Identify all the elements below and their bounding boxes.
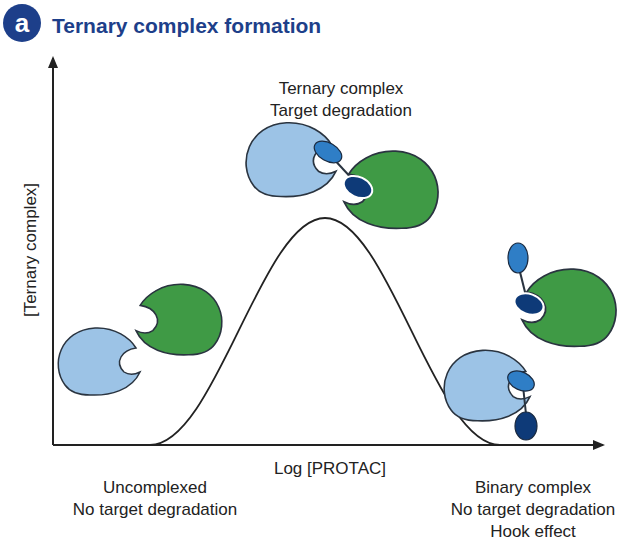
state-label: No target degradation (451, 500, 615, 520)
panel-badge (3, 4, 41, 42)
y-axis (52, 58, 54, 445)
binary-complexes (444, 243, 616, 440)
state-label: Target degradation (270, 101, 412, 121)
state-label: Hook effect (490, 522, 576, 542)
y-axis-label: [Ternary complex] (21, 183, 41, 317)
x-axis-label: Log [PROTAC] (274, 459, 386, 479)
uncomplexed-proteins (58, 284, 222, 395)
state-label: Binary complex (475, 478, 591, 498)
state-label: Ternary complex (279, 79, 404, 99)
ternary-complex (246, 123, 438, 229)
state-label: No target degradation (73, 500, 237, 520)
state-label: Uncomplexed (103, 478, 207, 498)
x-axis (53, 444, 603, 446)
panel-title: Ternary complex formation (52, 16, 321, 36)
panel-letter: a (15, 13, 29, 33)
